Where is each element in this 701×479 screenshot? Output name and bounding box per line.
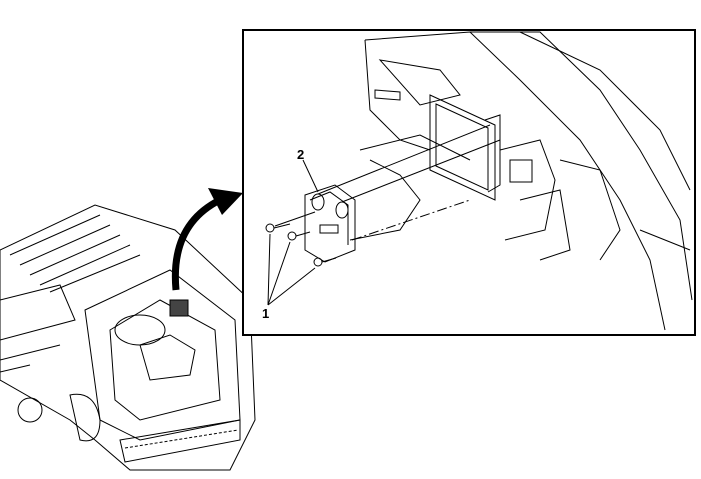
detail-inset-drawing — [265, 31, 693, 331]
vehicle-rear-overview — [0, 204, 256, 471]
callout-1-label: 1 — [262, 306, 270, 321]
detail-inset-frame — [242, 29, 696, 336]
callout-2-label: 2 — [297, 147, 305, 162]
zoom-arrow — [171, 188, 243, 291]
